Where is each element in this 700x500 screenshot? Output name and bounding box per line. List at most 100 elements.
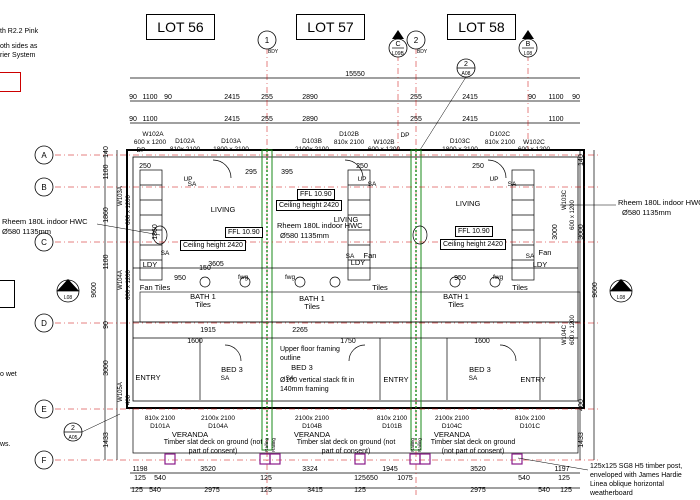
- left-dim-140: 140: [103, 146, 110, 158]
- section-b-letter: B: [526, 41, 531, 48]
- section-a-left-sheet: L08: [64, 295, 73, 301]
- door-d102c-id: D102C: [490, 131, 511, 138]
- side-note-r22: th R2.2 Pink: [0, 28, 39, 35]
- side-note-both-sides: oth sides as: [0, 43, 38, 50]
- top2-dim-0: 90: [129, 116, 137, 123]
- lot-57-label: LOT 57: [296, 14, 365, 40]
- bottom-overall-3: 1945: [382, 466, 398, 473]
- grid-col-1: 1: [265, 36, 270, 45]
- top-dim-5: 2890: [302, 94, 318, 101]
- top-dim-2: 90: [164, 94, 172, 101]
- bottom-overall-2: 3324: [302, 466, 318, 473]
- section-c-sheet: L09B: [392, 51, 404, 57]
- bottom2-chain-3: 125: [260, 487, 272, 494]
- ffl-box-right: FFL 10.90: [455, 226, 493, 237]
- room-bath-right-tiles: Tiles: [448, 300, 464, 309]
- room-dim-1600-left: 1600: [187, 338, 203, 345]
- bottom2-chain-2: 2975: [204, 487, 220, 494]
- hwc-note-mid-2: Ø580 1135mm: [280, 231, 330, 240]
- room-dim-3605: 3605: [208, 261, 224, 268]
- top-dim-1: 1100: [142, 94, 157, 101]
- room-bath-left-tiles: Tiles: [195, 300, 211, 309]
- ffl-box-left: FFL 10.90: [225, 227, 263, 238]
- door-d104c-id: D104C: [442, 423, 463, 430]
- window-w103c-id: W103C: [562, 189, 568, 210]
- top2-dim-5: 2890: [302, 116, 318, 123]
- top2-dim-7: 2415: [462, 116, 478, 123]
- room-fan-tiles: Fan Tiles: [140, 283, 171, 292]
- left-dim-90: 90: [103, 321, 110, 329]
- sa-tag-7: SA: [221, 375, 230, 382]
- window-w104a-size: 600 x 1200: [126, 269, 132, 299]
- room-dim-250-right: 250: [472, 163, 484, 170]
- room-entry-right: ENTRY: [520, 375, 545, 384]
- sa-tag-1: SA: [188, 181, 197, 188]
- top2-dim-4: 255: [261, 116, 273, 123]
- window-w102a-size: 600 x 1200: [134, 139, 167, 146]
- room-dim-2265: 2265: [292, 327, 308, 334]
- veranda-right: VERANDA: [434, 430, 470, 439]
- window-w104a-id: W104A: [118, 270, 124, 290]
- room-dim-250-left: 250: [139, 163, 151, 170]
- bottom-overall-5: 1197: [554, 466, 569, 473]
- hwc-note-mid-1: Rheem 180L indoor HWC: [277, 221, 363, 230]
- ffl-box-mid: FFL 10.90: [297, 189, 335, 200]
- door-d101b-id: D101B: [382, 423, 402, 430]
- door-d102a-id: D102A: [175, 138, 196, 145]
- room-dim-150-left: 150: [199, 265, 211, 272]
- door-d102c-size: 810x 2100: [485, 139, 516, 146]
- bottom-overall-0: 1198: [132, 466, 147, 473]
- grid-row-c: C: [41, 238, 47, 247]
- bottom2-chain-6: 2975: [470, 487, 486, 494]
- top-dim-10: 90: [572, 94, 580, 101]
- bottom-extra-1: 1075: [397, 475, 413, 482]
- top-dim-8: 90: [528, 94, 536, 101]
- room-living-left: LIVING: [211, 205, 236, 214]
- sa-tag-6: SA: [526, 253, 535, 260]
- section-a-left-letter: A: [66, 284, 71, 291]
- bottom-extra-0: 650: [366, 475, 378, 482]
- door-d102b-id: D102B: [339, 131, 359, 138]
- top-dim-6: 255: [410, 94, 422, 101]
- right-total-9600: 9600: [592, 282, 599, 298]
- up-tag-3: UP: [489, 176, 498, 183]
- top2-dim-3: 2415: [224, 116, 240, 123]
- room-ldy-right: LDY: [533, 260, 548, 269]
- door-d101c-size: 810x 2100: [515, 415, 546, 422]
- top-dim-3: 2415: [224, 94, 240, 101]
- top2-dim-1: 1100: [142, 116, 157, 123]
- railing-tag-2: Railing: [271, 438, 276, 452]
- vertical-stack-note: Ø100 vertical stack fit in 140mm framing: [280, 377, 355, 393]
- window-w103a-id: W103A: [118, 186, 124, 206]
- lot-56-label: LOT 56: [146, 14, 215, 40]
- top-dim-0: 90: [129, 94, 137, 101]
- room-dim-1600-right: 1600: [474, 338, 490, 345]
- window-w102b-size: 600 x 1200: [368, 146, 401, 153]
- hwc-note-right-2: Ø580 1135mm: [622, 208, 672, 217]
- dp-tag-2: DP: [400, 132, 409, 139]
- window-w102a-id: W102A: [142, 131, 164, 138]
- section-a-right-letter: A: [619, 284, 624, 291]
- detail-2-top-sheet: A08: [462, 71, 471, 77]
- railing-tag-1: Railing: [264, 438, 269, 452]
- bottom-chain-7: 540: [518, 475, 530, 482]
- room-ldy-left: LDY: [143, 260, 158, 269]
- bottom2-chain-1: 540: [149, 487, 161, 494]
- room-bath-mid-tiles: Tiles: [304, 302, 320, 311]
- room-entry-mid: ENTRY: [383, 375, 408, 384]
- side-note-bracket: [0, 280, 15, 308]
- left-total-9600: 9600: [91, 282, 98, 298]
- left-dim-3000: 3000: [103, 360, 110, 376]
- door-d101b-size: 810x 2100: [377, 415, 408, 422]
- room-ldy-mid: LDY: [351, 258, 366, 267]
- detail-2-bottom-number: 2: [71, 425, 75, 432]
- hwc-note-right-1: Rheem 180L indoor HWC: [618, 198, 700, 207]
- deck-note-mid: Timber slat deck on ground (not part of …: [296, 439, 396, 455]
- room-tiles-mid: Tiles: [372, 283, 388, 292]
- room-living-right: LIVING: [456, 199, 481, 208]
- door-d104b-id: D104B: [302, 423, 322, 430]
- bottom-overall-4: 3520: [470, 466, 486, 473]
- door-d103b-size: 2100x 2100: [295, 146, 329, 153]
- room-bath-right: BATH 1: [443, 292, 469, 301]
